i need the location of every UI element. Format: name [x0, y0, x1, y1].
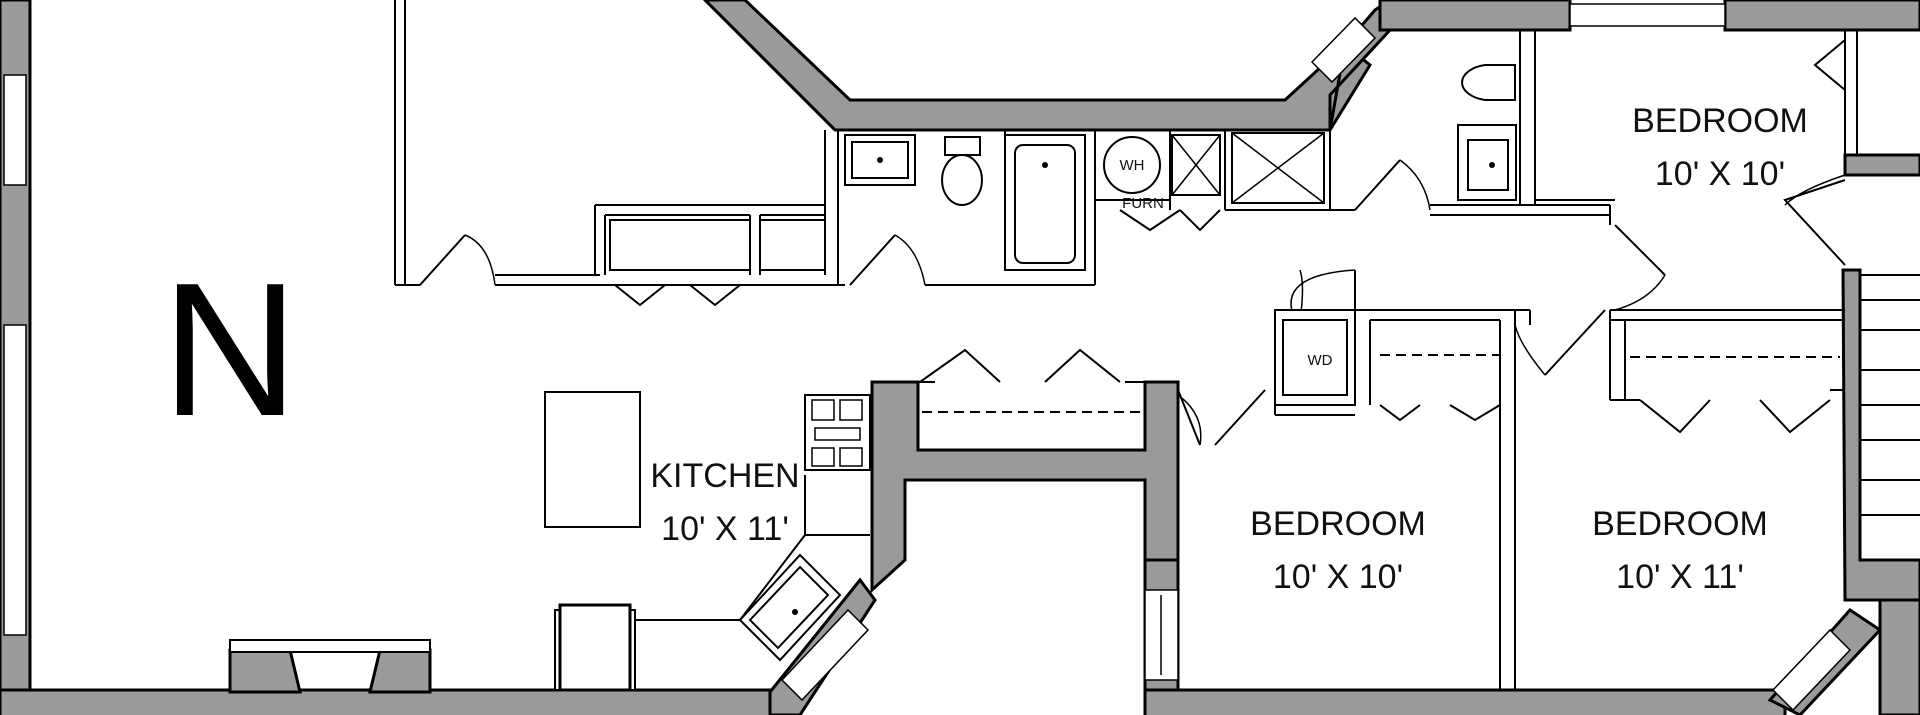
fixtures: WH FURN WD	[229, 64, 1517, 692]
windows	[3, 3, 1852, 712]
toilet	[944, 136, 981, 156]
washer-dryer-label: WD	[1308, 352, 1333, 369]
window-top-right	[1569, 3, 1726, 27]
toilet-upper	[1461, 64, 1516, 101]
bedroom-top-size: 10' X 10'	[1655, 155, 1785, 193]
kitchen-island	[544, 391, 641, 528]
window-top-diagonal	[1310, 16, 1377, 84]
window-bottom-right	[1771, 628, 1852, 712]
bedroom-mid-name: BEDROOM	[1250, 505, 1426, 543]
bedroom-right-name: BEDROOM	[1592, 505, 1768, 543]
window-kitchen-diagonal	[780, 608, 870, 702]
doors	[419, 39, 1846, 446]
bedroom-right-size: 10' X 11'	[1616, 558, 1744, 596]
bedroom-mid-size: 10' X 10'	[1273, 558, 1403, 596]
kitchen-name: KITCHEN	[650, 457, 799, 495]
window-left-1	[3, 74, 27, 186]
stove	[804, 394, 871, 471]
water-heater-symbol	[1103, 136, 1161, 194]
room-labels: N KITCHEN 10' X 11' BEDROOM 10' X 10' BE…	[161, 102, 1807, 596]
compass-north: N	[161, 244, 298, 456]
partitions	[394, 0, 1920, 690]
bedroom-top-name: BEDROOM	[1632, 102, 1808, 140]
furnace-label: FURN	[1122, 195, 1164, 212]
kitchen-size: 10' X 11'	[661, 510, 789, 548]
water-heater-label: WH	[1120, 157, 1145, 174]
window-left-2	[3, 324, 27, 636]
